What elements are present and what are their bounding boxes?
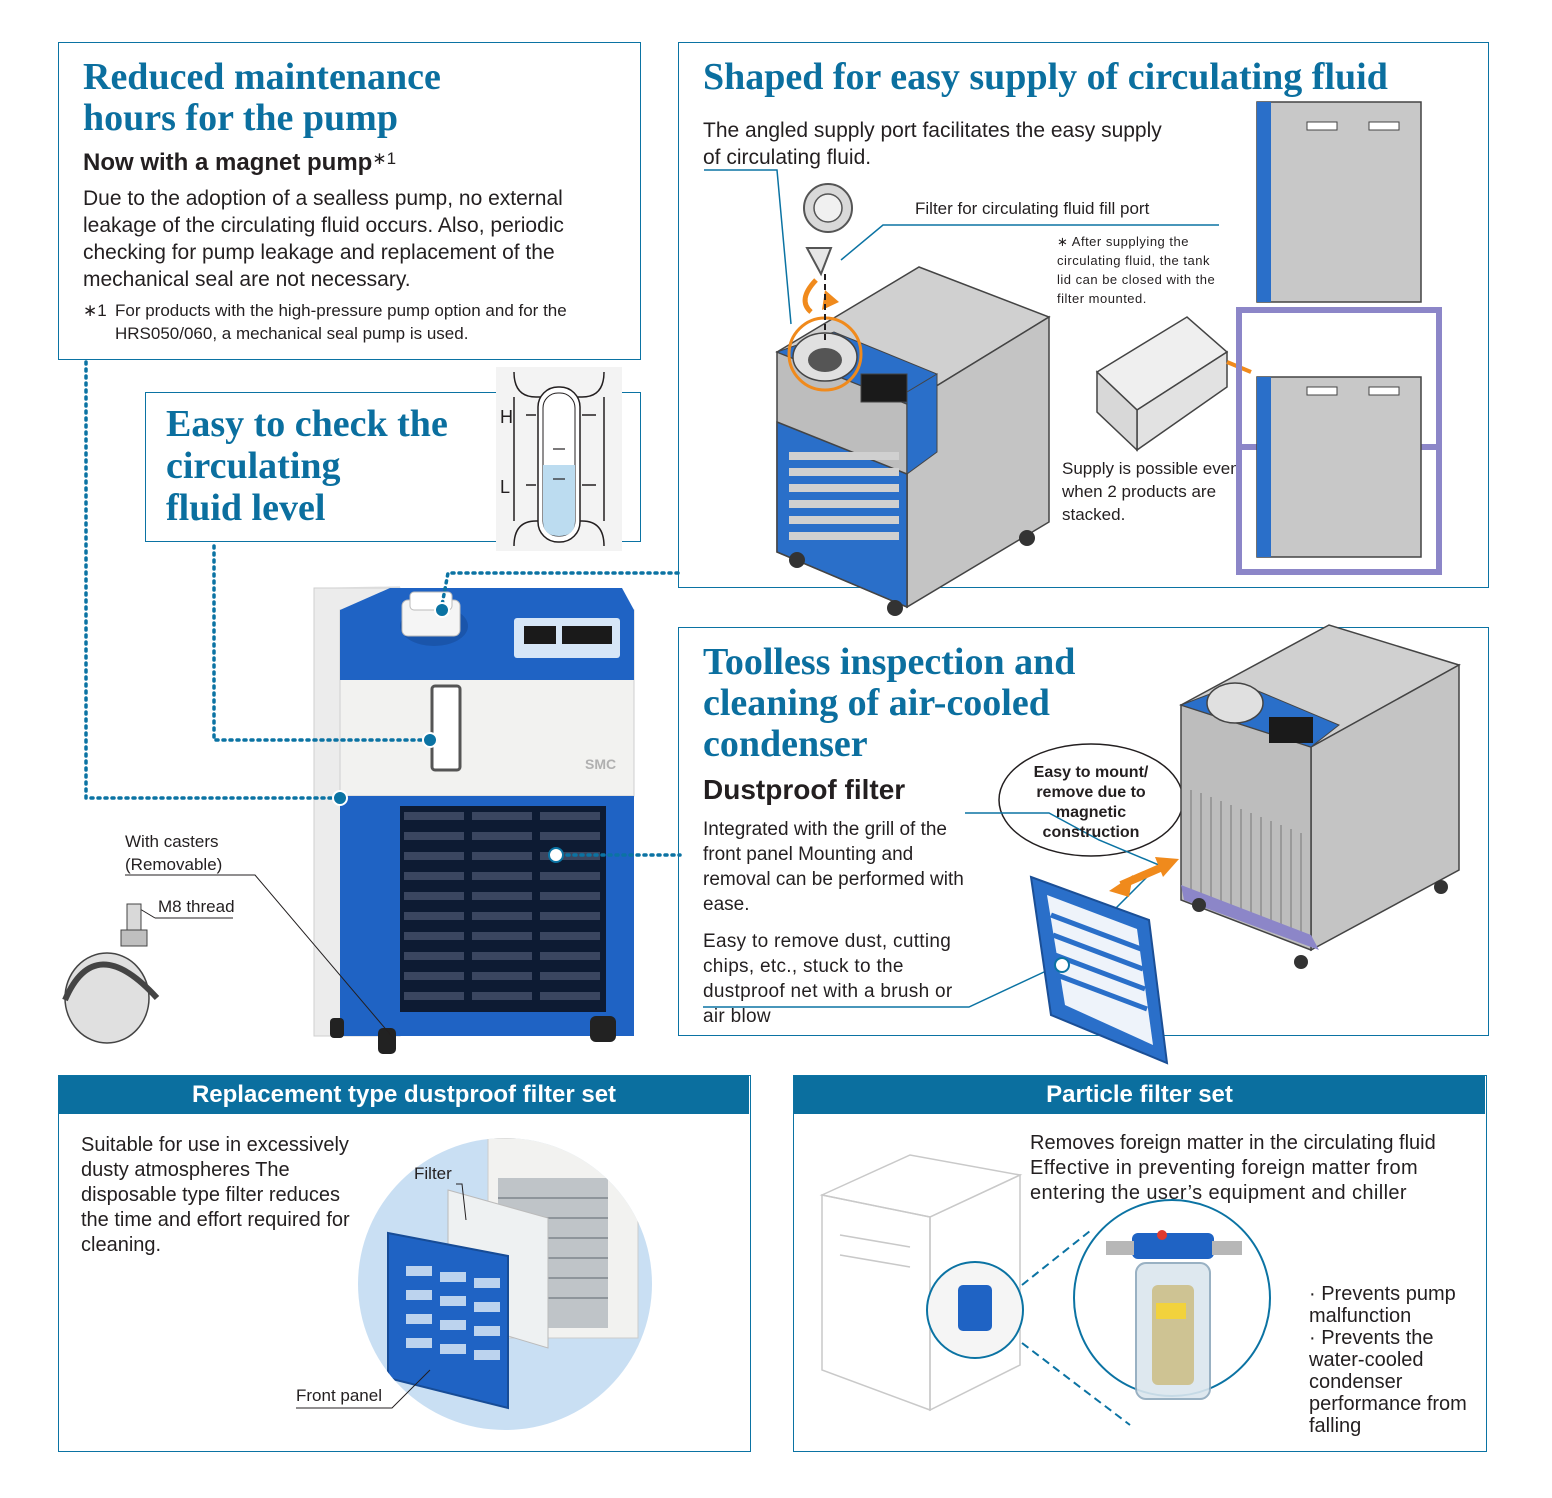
fluid-level-title-line3: fluid level	[166, 487, 326, 529]
replacement-body: Suitable for use in excessively dusty at…	[81, 1134, 350, 1256]
dotted-connectors	[84, 360, 682, 857]
toolless-title-line1: Toolless inspection and	[703, 641, 1076, 683]
maintenance-body: Due to the adoption of a sealless pump, …	[83, 187, 564, 291]
pump-marker-dot	[332, 790, 348, 806]
brand-logo: SMC	[585, 756, 617, 772]
replacement-photo-circle	[358, 1138, 652, 1430]
toolless-illustration	[703, 624, 1461, 1065]
footnote-text: For products with the high-pressure pump…	[115, 301, 567, 343]
supply-illustration	[704, 101, 1442, 616]
magnet-pump-subtitle: Now with a magnet pump∗1	[83, 149, 396, 177]
replacement-photo-svg	[387, 1138, 639, 1410]
particle-bullet-1: · Prevents pump malfunction	[1309, 1283, 1456, 1327]
maintenance-title-line2: hours for the pump	[83, 97, 398, 140]
gauge-low-label: L	[500, 477, 511, 497]
level-marker-dot	[422, 732, 438, 748]
fluid-level-title-line2: circulating	[166, 445, 341, 487]
maintenance-footnote: ∗1 For products with the high-pressure p…	[83, 299, 623, 345]
particle-line2: Effective in preventing foreign matter f…	[1030, 1157, 1419, 1204]
supply-note: ∗ After supplying the circulating fluid,…	[1057, 234, 1216, 306]
particle-illustration	[819, 1154, 1271, 1426]
replacement-header: Replacement type dustproof filter set	[59, 1076, 749, 1114]
caster-illustration	[62, 874, 396, 1044]
maintenance-title: Reduced maintenance hours for the pump	[83, 56, 441, 140]
toolless-title-line3: condenser	[703, 723, 868, 765]
supply-body: The angled supply port facilitates the e…	[703, 119, 1162, 169]
grill-marker-dot	[548, 847, 564, 863]
maintenance-title-line1: Reduced maintenance	[83, 56, 441, 98]
toolless-body2: Easy to remove dust, cutting chips, etc.…	[703, 931, 953, 1027]
fluid-level-title: Easy to check the circulating fluid leve…	[166, 403, 448, 529]
filter-fill-port-label: Filter for circulating fluid fill port	[915, 199, 1150, 218]
main-chiller-illustration	[313, 586, 635, 1054]
particle-line1: Removes foreign matter in the circulatin…	[1030, 1132, 1436, 1154]
magnetic-bubble-text: Easy to mount/ remove due to magnetic co…	[1033, 764, 1149, 841]
magnet-pump-subtitle-text: Now with a magnet pump	[83, 149, 373, 176]
magnet-pump-footnote-mark: ∗1	[372, 149, 397, 168]
maintenance-box: Reduced maintenance hours for the pump N…	[58, 42, 641, 360]
fill-port-marker-dot	[434, 602, 450, 618]
toolless-title: Toolless inspection and cleaning of air-…	[703, 642, 1075, 765]
fluid-level-title-line1: Easy to check the	[166, 403, 448, 445]
toolless-body1: Integrated with the grill of the front p…	[703, 819, 964, 915]
replacement-filter-label: Filter	[414, 1164, 452, 1183]
m8-thread-label: M8 thread	[158, 897, 235, 916]
level-gauge-illustration: H L	[496, 367, 622, 551]
level-gauge-svg	[513, 371, 605, 547]
replacement-front-panel-label: Front panel	[296, 1386, 382, 1405]
supply-title: Shaped for easy supply of circulating fl…	[703, 56, 1388, 98]
toolless-title-line2: cleaning of air-cooled	[703, 682, 1050, 724]
stacked-note: Supply is possible even when 2 products …	[1062, 459, 1240, 524]
dustproof-filter-subtitle: Dustproof filter	[703, 774, 906, 805]
gauge-high-label: H	[500, 407, 513, 427]
particle-bullet-2: · Prevents the water-cooled condenser pe…	[1309, 1327, 1467, 1437]
casters-label: With casters (Removable)	[125, 832, 223, 874]
particle-header: Particle filter set	[794, 1076, 1485, 1114]
replacement-leaders	[296, 1183, 467, 1409]
footnote-mark: ∗1	[83, 301, 107, 320]
